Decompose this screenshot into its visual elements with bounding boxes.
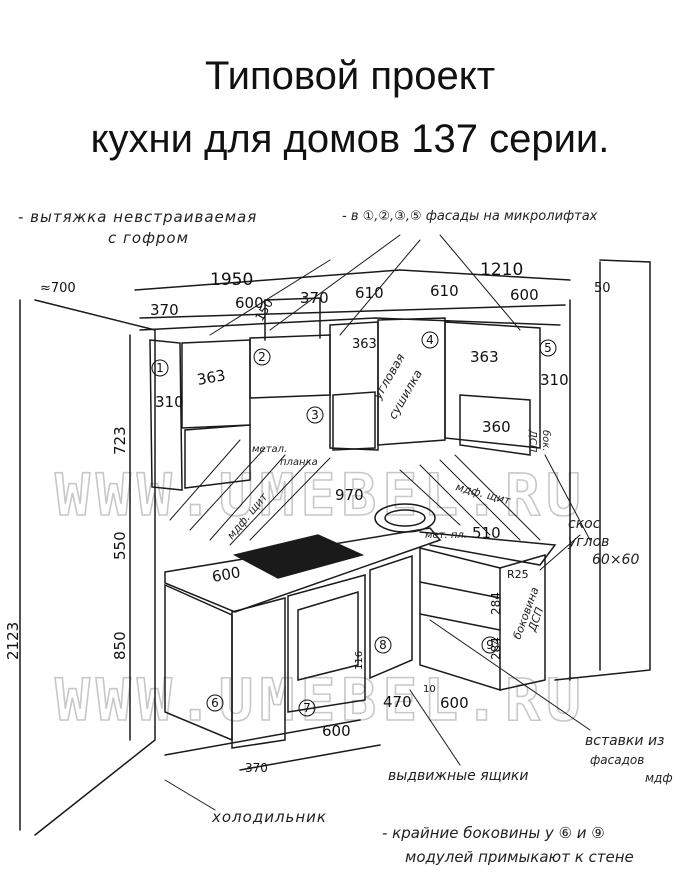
module-3: 3 — [311, 408, 319, 422]
dim-line-bottom — [164, 719, 381, 771]
note-inserts-line3: мдф — [645, 771, 673, 785]
dim-600-counter: 600 — [211, 563, 242, 586]
left-wall — [34, 299, 156, 836]
note-metal-strip-1: метал. — [252, 444, 287, 455]
dim-v10: 10 — [423, 684, 436, 695]
dim-h310b: 310 — [540, 371, 569, 389]
dim-h363c: 363 — [470, 348, 499, 366]
note-inserts-line2: фасадов — [590, 753, 644, 767]
leader-fridge — [164, 779, 216, 811]
dim-v284a: 284 — [489, 592, 503, 615]
oven-cab — [287, 574, 366, 713]
upper-open-shelf — [459, 394, 531, 456]
dim-top-610a: 610 — [355, 284, 384, 302]
dim-b600a: 600 — [440, 694, 469, 712]
dim-line-top-right — [399, 269, 571, 281]
note-shelf-dsp-2: ДСП — [527, 429, 538, 453]
dim-v550: 550 — [111, 531, 129, 560]
dim-v284b: 284 — [489, 637, 503, 660]
dim-h310a: 310 — [155, 393, 184, 411]
dim-b470: 470 — [383, 693, 412, 711]
leader-bevel — [539, 454, 591, 571]
note-metal-small: мет. пл. — [425, 530, 467, 541]
dim-top-370a: 370 — [150, 301, 179, 319]
dim-v2123: 2123 — [4, 622, 22, 660]
upper-cab-glass-2 — [332, 391, 376, 451]
note-sides-line1: - крайние боковины у ⑥ и ⑨ — [382, 824, 605, 842]
upper-cab-4 — [329, 321, 379, 451]
base-cab-8 — [369, 554, 413, 680]
watermark-bottom: WWW.UMEBEL.RU — [55, 666, 587, 734]
upper-cornice — [139, 317, 561, 331]
note-metal-strip-2: планка — [280, 457, 318, 468]
upper-cab-3 — [249, 334, 331, 399]
sink-inner — [384, 509, 426, 527]
dim-h363a: 363 — [196, 366, 227, 389]
dim-970: 970 — [335, 486, 364, 504]
note-bevel-line1: скос — [568, 516, 601, 532]
dim-top-left-total: 1950 — [210, 270, 253, 290]
upper-cab-5 — [444, 321, 541, 449]
hob — [232, 534, 365, 579]
dim-left-700: ≈700 — [40, 281, 76, 296]
upper-cab-glass-1 — [184, 424, 251, 489]
watermark-top: WWW.UMEBEL.RU — [55, 461, 587, 529]
leader-drawers — [409, 689, 461, 766]
dim-v116: 116 — [354, 651, 365, 670]
note-hood-line1: - вытяжка невстраиваемая — [18, 208, 257, 226]
module-8: 8 — [379, 638, 387, 652]
backsplash-hatch — [169, 439, 541, 546]
oven-window — [297, 590, 359, 681]
countertop-right — [419, 531, 557, 566]
module-7: 7 — [303, 701, 311, 715]
dim-top-610b: 610 — [430, 282, 459, 300]
note-bevel-line2: углов — [567, 534, 609, 550]
dim-line-top-left — [134, 269, 401, 291]
leader-inserts — [429, 619, 591, 731]
base-right-end — [499, 554, 546, 691]
module-2: 2 — [258, 350, 266, 364]
note-facades: - в ①,②,③,⑤ фасады на микролифтах — [342, 209, 598, 224]
countertop-left — [164, 527, 442, 613]
dim-b370: 370 — [245, 761, 268, 775]
page-title-line1: Типовой проект — [204, 54, 496, 98]
note-drawers: выдвижные ящики — [388, 768, 528, 784]
leader-lines — [209, 234, 521, 336]
right-wall — [554, 259, 651, 681]
hood — [264, 297, 321, 341]
module-9: 9 — [486, 638, 494, 652]
dim-v850: 850 — [111, 631, 129, 660]
page-title-line2: кухни для домов 137 серии. — [90, 117, 610, 161]
dim-top-600a: 600 — [235, 294, 264, 312]
note-bevel-line3: 60×60 — [592, 552, 639, 568]
dim-top-370b: 370 — [300, 289, 329, 307]
dim-line-segs — [139, 304, 566, 319]
note-sides-line2: модулей примыкают к стене — [405, 848, 634, 866]
sink — [374, 503, 436, 533]
note-inserts-line1: вставки из — [585, 733, 664, 749]
module-5: 5 — [544, 341, 552, 355]
dim-360: 360 — [482, 418, 511, 436]
dim-top-600b: 600 — [510, 286, 539, 304]
note-shelf-dsp-1: бок. — [540, 430, 552, 452]
dim-top-right-total: 1210 — [480, 260, 523, 280]
dim-510: 510 — [472, 524, 501, 542]
dim-r25: R25 — [507, 568, 529, 581]
dim-h363b: 363 — [352, 337, 377, 352]
dim-right-50: 50 — [594, 281, 611, 296]
module-6: 6 — [211, 696, 219, 710]
module-1: 1 — [156, 361, 164, 375]
upper-corner-cab — [377, 317, 446, 446]
note-hood-line2: с гофром — [108, 229, 189, 247]
module-4: 4 — [426, 333, 434, 347]
note-fridge: холодильник — [211, 808, 327, 826]
upper-cab-1 — [149, 339, 183, 491]
dim-b600b: 600 — [322, 722, 351, 740]
dim-v723: 723 — [111, 426, 129, 455]
drawer-divider-1 — [419, 581, 501, 631]
base-cab-6 — [231, 597, 286, 749]
